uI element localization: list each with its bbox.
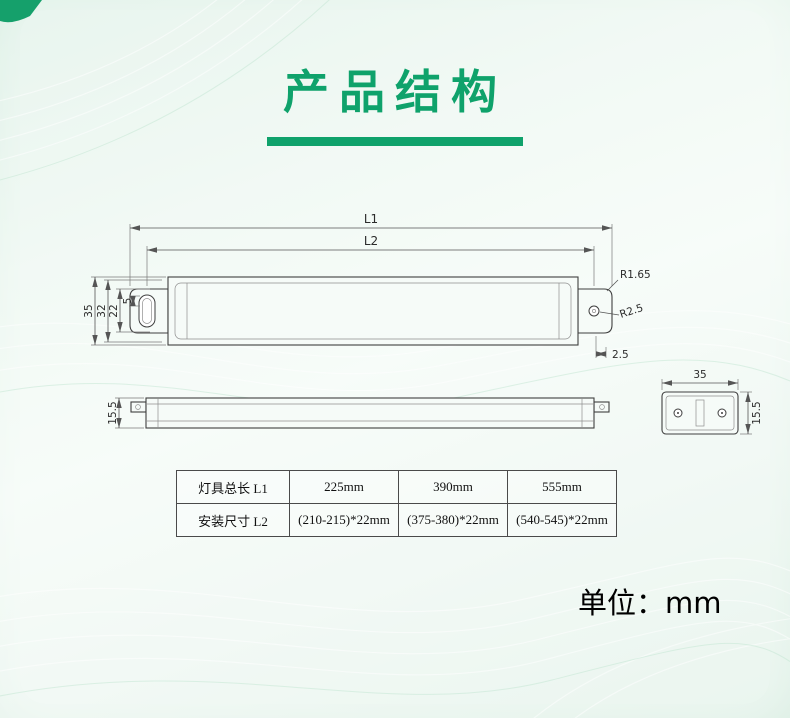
row-label-l1: 灯具总长 L1	[176, 470, 290, 504]
cell-l2-2: (375-380)*22mm	[398, 503, 508, 537]
table-row-l1: 灯具总长 L1 225mm 390mm 555mm	[176, 470, 617, 504]
page-title: 产品结构	[283, 65, 507, 119]
table-row-l2: 安装尺寸 L2 (210-215)*22mm (375-380)*22mm (5…	[176, 503, 617, 537]
cell-l2-1: (210-215)*22mm	[289, 503, 399, 537]
title-underline	[267, 137, 523, 146]
cell-l1-1: 225mm	[289, 470, 399, 504]
cell-l2-3: (540-545)*22mm	[507, 503, 617, 537]
unit-label: 单位：mm	[578, 586, 722, 620]
cell-l1-2: 390mm	[398, 470, 508, 504]
cell-l1-3: 555mm	[507, 470, 617, 504]
spec-table: 灯具总长 L1 225mm 390mm 555mm 安装尺寸 L2 (210-2…	[176, 470, 617, 537]
row-label-l2: 安装尺寸 L2	[176, 503, 290, 537]
title-block: 产品结构	[0, 56, 790, 146]
corner-logo-icon	[0, 0, 42, 23]
